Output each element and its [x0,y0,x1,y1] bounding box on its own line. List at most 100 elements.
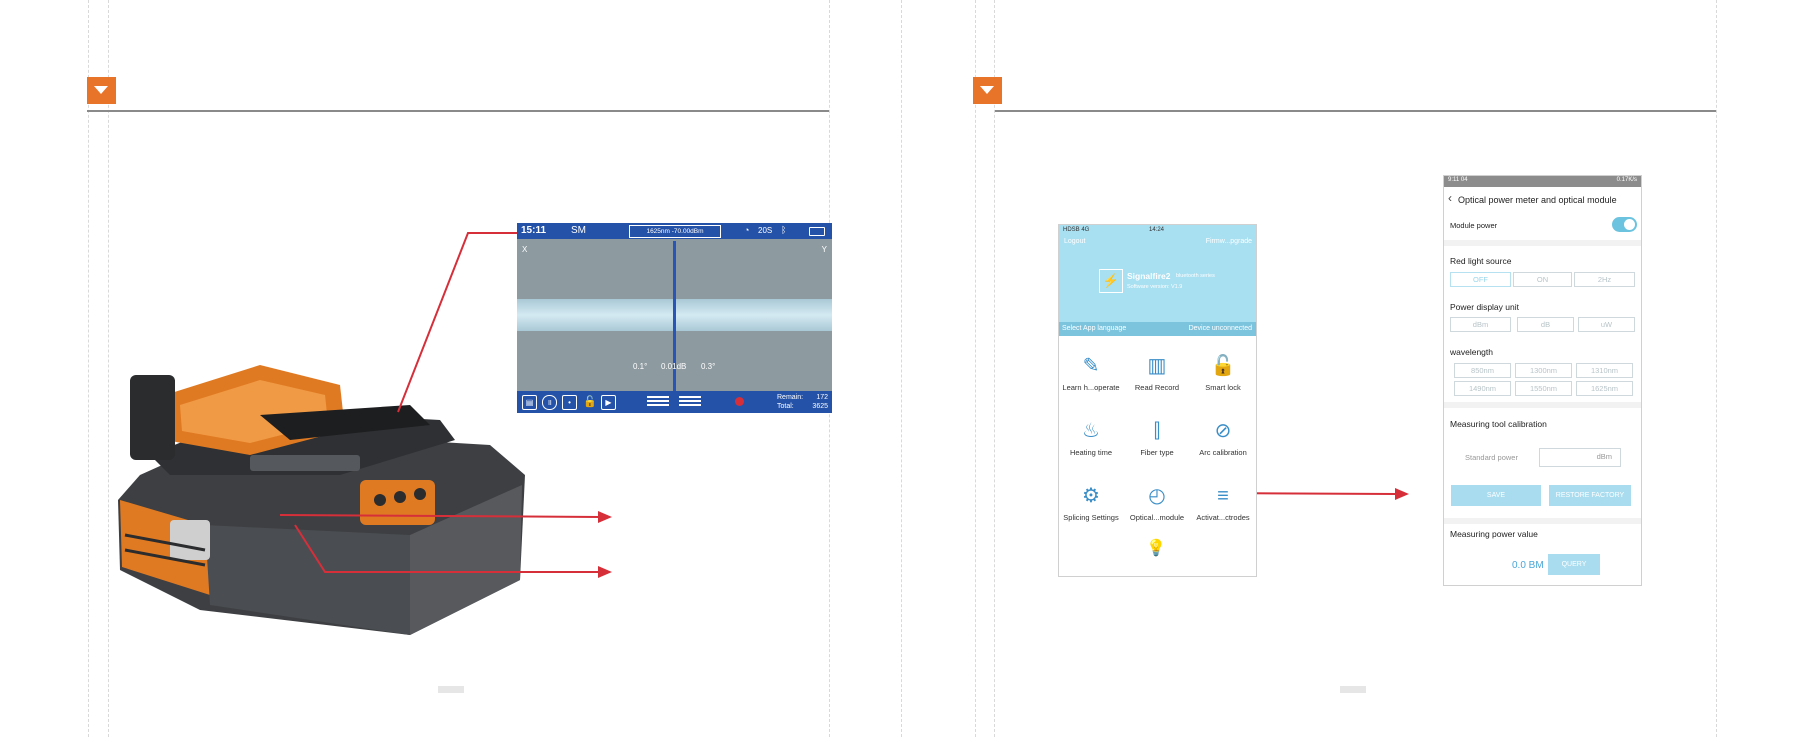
tile-fiber-type[interactable]: ⫿ Fiber type [1125,418,1189,457]
wavelength-1310[interactable]: 1310nm [1576,363,1633,378]
separator [1444,518,1641,524]
page-number-left [438,686,464,693]
red-light-label: Red light source [1450,256,1512,266]
tile-learn-operate[interactable]: ✎Learn h...operate [1059,353,1123,392]
measuring-title: Measuring power value [1450,529,1538,539]
status-left: 9:11 04 [1448,177,1468,183]
pause-icon[interactable]: ॥ [542,395,557,410]
restore-factory-button[interactable]: RESTORE FACTORY [1549,485,1631,506]
separator [1444,402,1641,408]
measured-value: 0.0 BM [1512,560,1544,571]
brand-name: Signalfire2 [1127,271,1171,281]
crop-line [994,0,995,737]
standard-power-input[interactable]: dBm [1539,448,1621,467]
edit-icon: ✎ [1082,355,1100,377]
unit-db[interactable]: dB [1517,317,1574,332]
section-marker-left [87,77,116,104]
alert-icon [735,397,744,406]
tile-arc-calibration[interactable]: ⊘Arc calibration [1191,418,1255,457]
back-icon[interactable]: ‹ [1448,191,1452,205]
app-header: HDSB 4G 14:24 Logout Firmw...pgrade ⚡ Si… [1059,225,1256,336]
motor-left-icon [647,396,669,408]
device-status[interactable]: Device unconnected [1188,325,1252,332]
splicer-screen: 15:11 SM 1625nm -70.00dBm ◔ 20S ᛒ X Y 0.… [517,223,832,413]
unit-dbm[interactable]: dBm [1450,317,1511,332]
tile-activate-electrodes[interactable]: ≡ Activat...ctrodes [1191,483,1255,522]
tile-label: Fiber type [1140,448,1174,457]
brand-suffix: bluetooth series [1176,273,1215,279]
separator [1444,240,1641,246]
wavelength-850[interactable]: 850nm [1454,363,1511,378]
screen-temperature: 20S [758,226,773,235]
axis-y-label: Y [821,245,827,254]
total-label: Total: [777,403,794,410]
select-language-link[interactable]: Select App language [1062,325,1127,332]
power-unit-label: Power display unit [1450,302,1519,312]
logout-link[interactable]: Logout [1064,238,1086,245]
wavelength-1300[interactable]: 1300nm [1515,363,1572,378]
wavelength-1625[interactable]: 1625nm [1576,381,1633,396]
red-light-off[interactable]: OFF [1450,272,1511,287]
crop-line [975,0,976,737]
fiber-icon: ⫿ [1153,420,1161,442]
remain-label: Remain: [777,394,804,401]
bluetooth-icon: ᛒ [781,225,787,235]
tile-label: Arc calibration [1199,448,1247,457]
tile-label: Optical...module [1129,513,1185,522]
tile-read-record[interactable]: ▥Read Record [1125,353,1189,392]
left-angle: 0.1° [633,362,648,371]
right-angle: 0.3° [701,362,716,371]
play-icon[interactable]: ▶ [601,395,616,410]
electrode-icon: ≡ [1217,485,1229,507]
firmware-upgrade-link[interactable]: Firmw...pgrade [1205,238,1252,245]
screen-time: 15:11 [521,225,547,236]
header-rule-right [995,110,1716,112]
save-button[interactable]: SAVE [1451,485,1541,506]
tile-splicing-settings[interactable]: ⚙Splicing Settings [1059,483,1123,522]
status-bar: 9:11 04 0.17K/s [1444,176,1641,187]
dot-icon[interactable]: • [562,395,577,410]
fusion-splicer-illustration [118,365,525,635]
wavelength-1490[interactable]: 1490nm [1454,381,1511,396]
page-number-right [1340,686,1366,693]
tile-label: Read Record [1134,383,1180,392]
red-light-on[interactable]: ON [1513,272,1572,287]
tile-optical-module[interactable]: ◴ Optical...module [1125,483,1189,522]
tile-label: Activat...ctrodes [1196,513,1250,522]
screen-title: Optical power meter and optical module [1458,195,1617,205]
tile-label: Smart lock [1205,383,1241,392]
lightbulb-icon[interactable]: 💡 [1146,540,1166,557]
unit-uw[interactable]: uW [1578,317,1635,332]
wavelength-label: wavelength [1450,347,1494,357]
status-right: 0.17K/s [1616,177,1637,183]
record-icon[interactable]: ▤ [522,395,537,410]
lock-icon[interactable]: 🔓 [583,396,597,408]
brand-logo-icon: ⚡ [1099,269,1123,293]
crop-line [88,0,89,737]
splice-settings-icon: ⚙ [1082,485,1100,507]
crop-line [1716,0,1717,737]
carrier: HDSB 4G [1063,227,1090,233]
screen-top-bar: 15:11 SM 1625nm -70.00dBm ◔ 20S ᛒ [517,223,832,239]
crop-line [901,0,902,737]
tile-heating-time[interactable]: ♨ Heating time [1059,418,1123,457]
language-bar: Select App language Device unconnected [1059,322,1256,336]
module-power-toggle[interactable] [1612,217,1637,232]
gauge-icon: ◴ [1148,485,1166,507]
battery-icon [809,227,825,236]
motor-right-icon [679,396,701,408]
axis-x-label: X [522,245,528,254]
screen-mode: SM [571,225,586,236]
software-version: Software version: V1.9 [1127,284,1183,290]
total-value: 3625 [812,403,828,410]
heat-icon: ♨ [1082,420,1100,442]
red-light-2hz[interactable]: 2Hz [1574,272,1635,287]
module-power-label: Module power [1450,221,1498,230]
tile-smart-lock[interactable]: 🔓 Smart lock [1191,353,1255,392]
crop-line [108,0,109,737]
lock-icon: 🔓 [1210,355,1236,377]
tile-label: Heating time [1069,448,1113,457]
screen-bottom-bar: ▤ ॥ • 🔓 ▶ Remain: 172 Total: 3625 [517,391,832,413]
wavelength-1550[interactable]: 1550nm [1515,381,1572,396]
query-button[interactable]: QUERY [1548,554,1600,575]
